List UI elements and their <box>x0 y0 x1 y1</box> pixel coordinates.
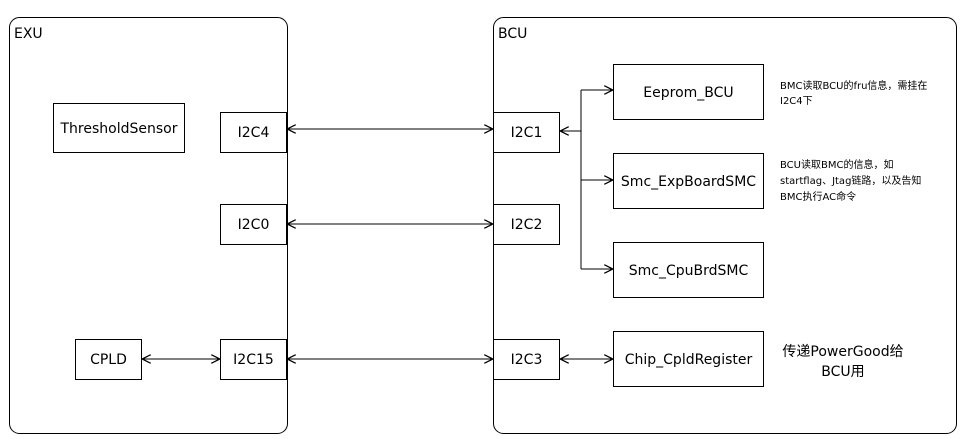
smc-expboard-label: Smc_ExpBoardSMC <box>621 174 756 190</box>
exu-label: EXU <box>14 26 43 42</box>
chip-cpld-register-label: Chip_CpldRegister <box>625 352 753 368</box>
smc-cpubrd-label: Smc_CpuBrdSMC <box>629 263 749 279</box>
smc-cpubrd-node: Smc_CpuBrdSMC <box>613 242 764 298</box>
i2c1-bus <box>561 90 612 269</box>
powergood-note-line-1: 传递PowerGood给 <box>782 344 903 360</box>
cpld-label: CPLD <box>90 352 127 368</box>
bcu-i2c2-label: I2C2 <box>511 217 543 233</box>
exu-i2c4-label: I2C4 <box>238 125 270 141</box>
smc-note: BCU读取BMC的信息，如 startflag、Jtag链路，以及告知 BMC执… <box>780 158 921 203</box>
bcu-i2c3-label: I2C3 <box>511 352 543 368</box>
bcu-i2c2-node: I2C2 <box>493 204 560 245</box>
powergood-note-line-2: BCU用 <box>821 364 864 380</box>
powergood-note: 传递PowerGood给 BCU用 <box>782 344 903 380</box>
smc-note-line-1: BCU读取BMC的信息，如 <box>780 158 893 171</box>
eeprom-bcu-label: Eeprom_BCU <box>643 85 733 101</box>
eeprom-bcu-node: Eeprom_BCU <box>613 64 764 120</box>
exu-i2c15-node: I2C15 <box>220 339 287 380</box>
chip-cpld-register-node: Chip_CpldRegister <box>613 331 764 387</box>
threshold-sensor-label: ThresholdSensor <box>60 121 178 137</box>
smc-expboard-node: Smc_ExpBoardSMC <box>613 153 764 209</box>
exu-i2c0-node: I2C0 <box>220 204 287 245</box>
smc-note-line-2: startflag、Jtag链路，以及告知 <box>780 174 921 187</box>
exu-i2c4-node: I2C4 <box>220 112 287 153</box>
exu-i2c15-label: I2C15 <box>233 352 274 368</box>
exu-i2c0-label: I2C0 <box>238 217 270 233</box>
smc-note-line-3: BMC执行AC命令 <box>780 190 856 203</box>
cpld-node: CPLD <box>75 339 142 380</box>
threshold-sensor-node: ThresholdSensor <box>53 103 185 153</box>
bcu-i2c1-node: I2C1 <box>493 112 560 153</box>
bcu-i2c1-label: I2C1 <box>511 125 543 141</box>
bcu-label: BCU <box>498 26 527 42</box>
eeprom-note: BMC读取BCU的fru信息，需挂在 I2C4下 <box>780 79 927 107</box>
bcu-i2c3-node: I2C3 <box>493 339 560 380</box>
eeprom-note-line-2: I2C4下 <box>780 96 813 107</box>
eeprom-note-line-1: BMC读取BCU的fru信息，需挂在 <box>780 79 927 92</box>
